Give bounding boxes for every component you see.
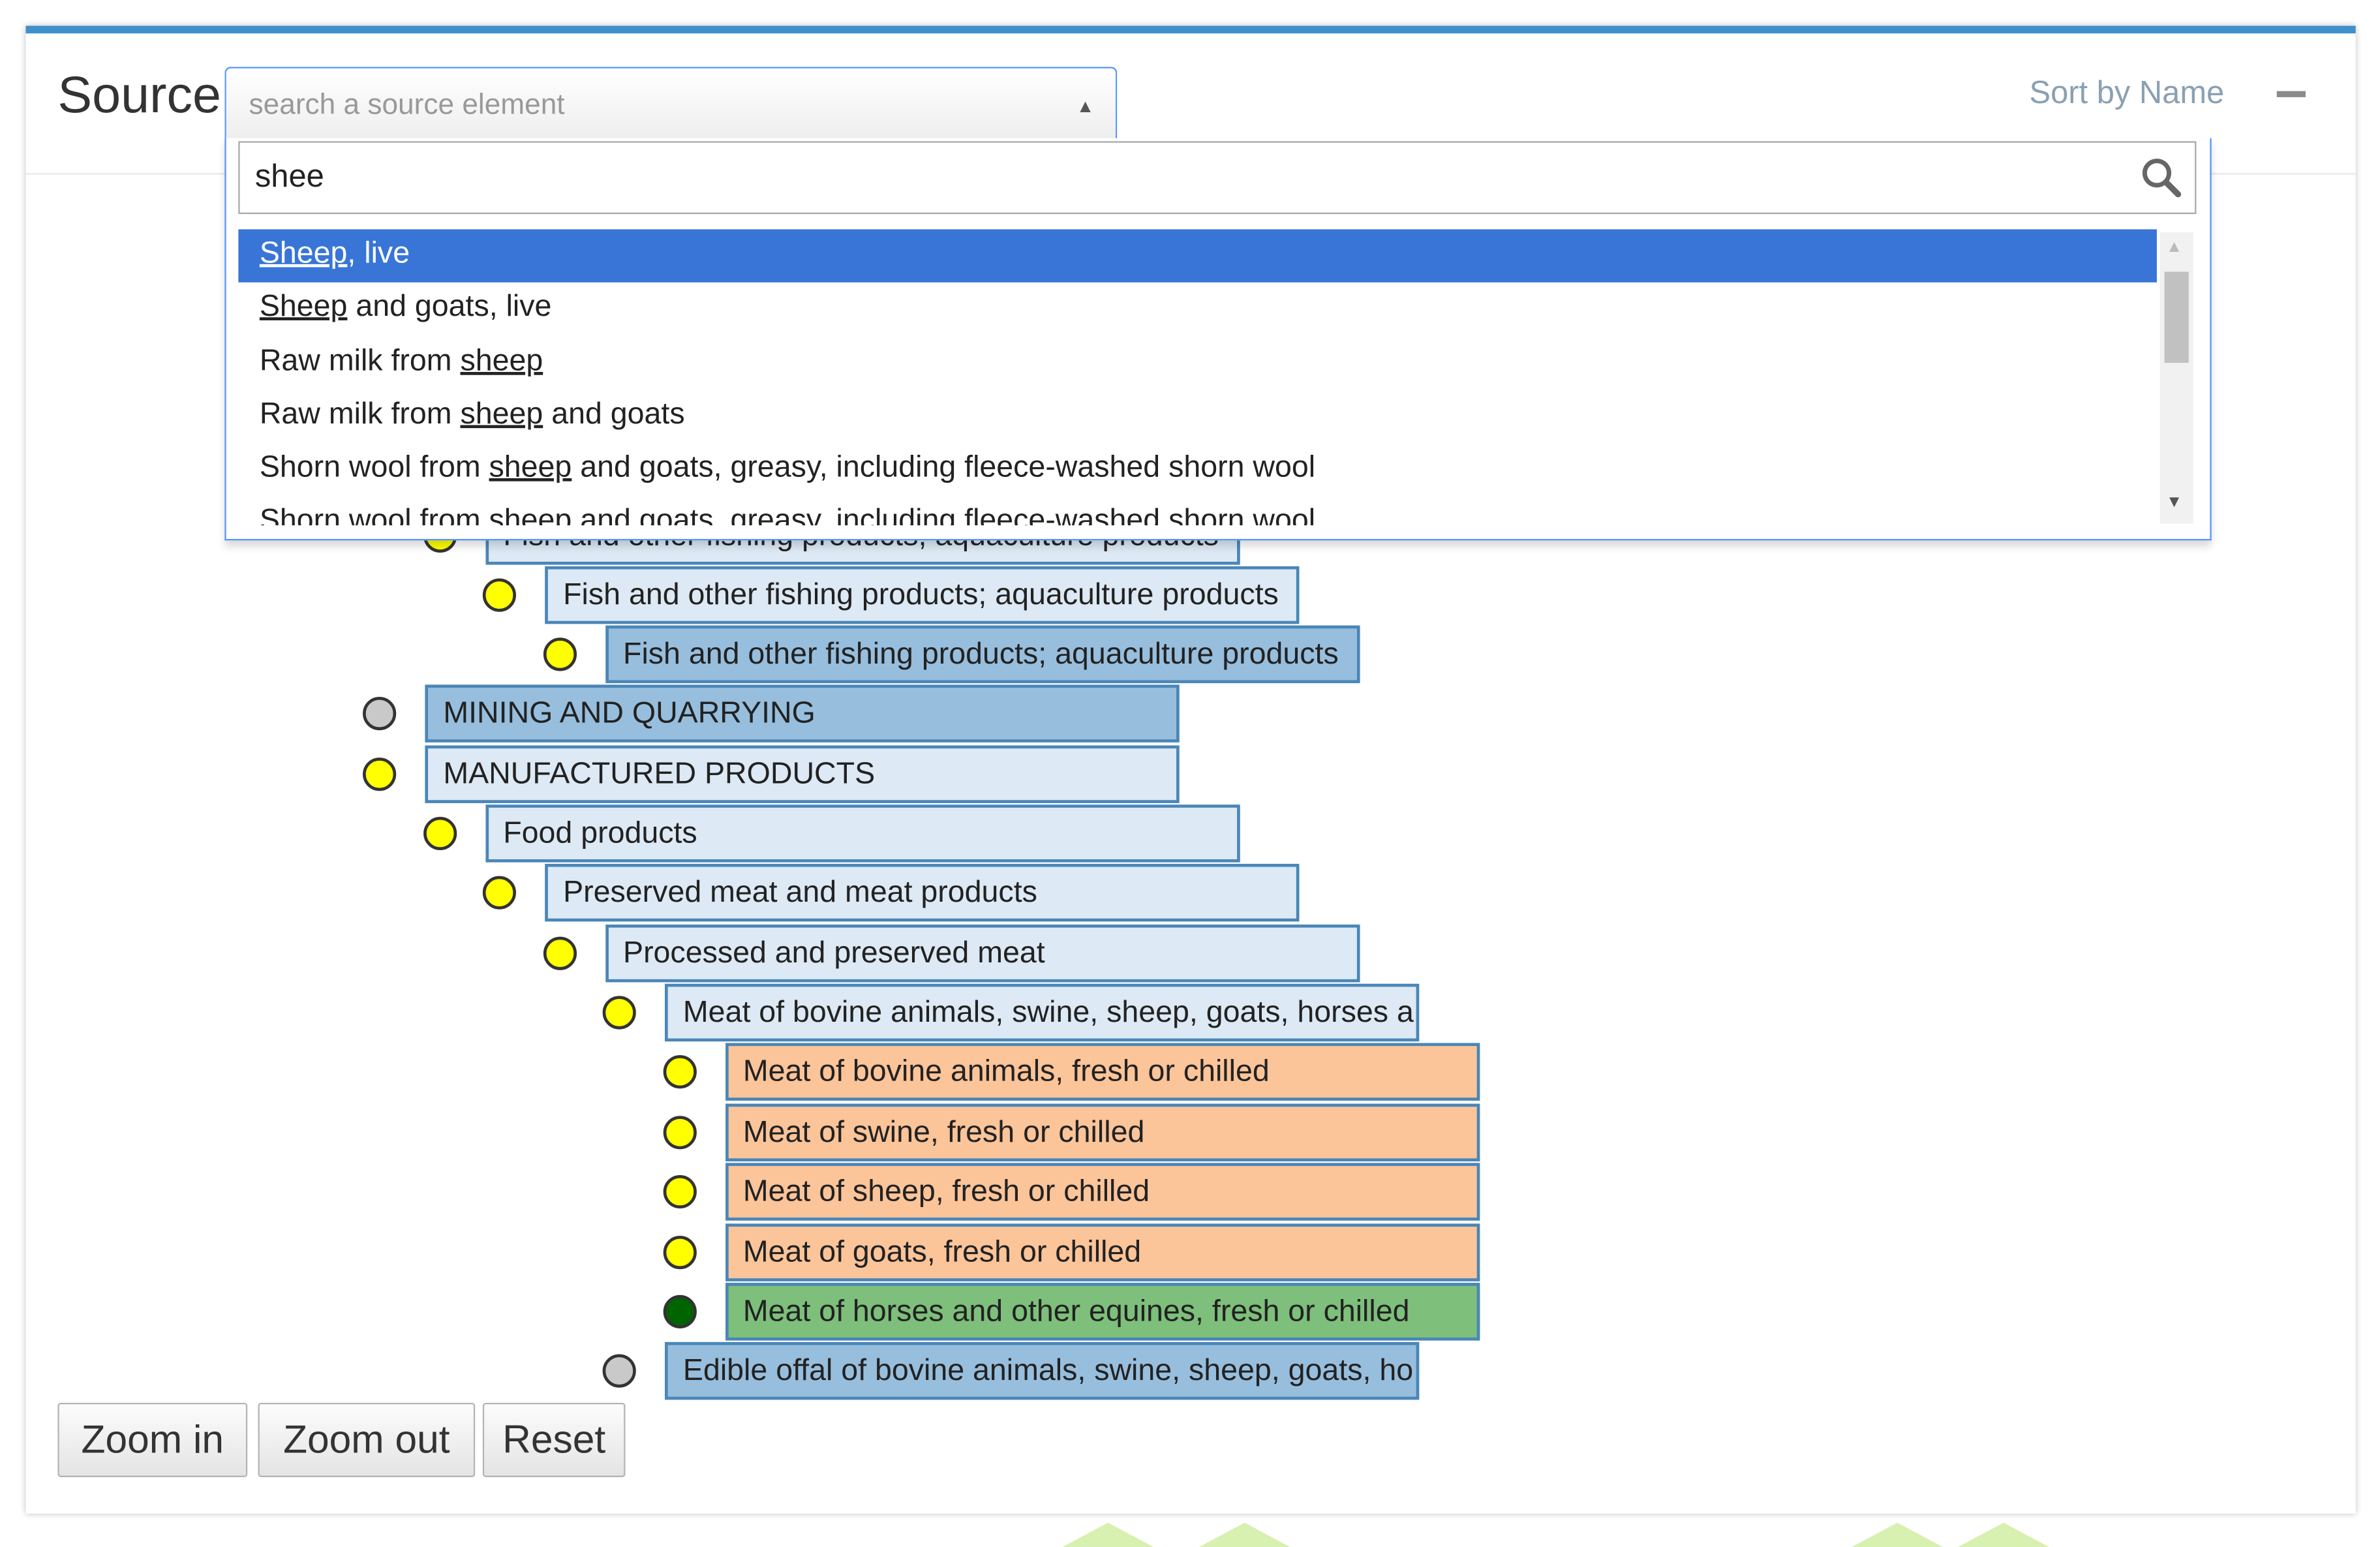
- tree-node-toggle[interactable]: [662, 1055, 696, 1089]
- tree-node[interactable]: MINING AND QUARRYING: [425, 684, 1180, 743]
- result-text: Raw milk from: [259, 344, 461, 378]
- tree-node[interactable]: Fish and other fishing products; aquacul…: [545, 566, 1300, 624]
- result-item[interactable]: Shorn wool from sheep and goats, greasy,…: [238, 497, 2157, 525]
- scrollbar-thumb[interactable]: [2164, 271, 2189, 363]
- tree-node-toggle[interactable]: [482, 876, 517, 910]
- tree-node[interactable]: Meat of goats, fresh or chilled: [724, 1223, 1480, 1281]
- result-text: and goats, greasy, including fleece-wash…: [572, 504, 1316, 526]
- search-input[interactable]: [239, 142, 2137, 213]
- result-match: sheep: [460, 344, 543, 378]
- zoom-in-button[interactable]: Zoom in: [57, 1402, 248, 1477]
- result-item[interactable]: Sheep and goats, live: [238, 283, 2157, 336]
- result-text: Shorn wool from: [259, 451, 489, 485]
- result-text: Shorn wool from: [259, 504, 489, 526]
- tree-node-toggle[interactable]: [363, 697, 397, 731]
- result-match: sheep: [489, 451, 572, 485]
- tree-node[interactable]: Processed and preserved meat: [605, 925, 1360, 983]
- minus-icon[interactable]: [2276, 91, 2306, 97]
- tree-node-toggle[interactable]: [422, 816, 457, 851]
- source-label: Source: [57, 67, 222, 125]
- select-placeholder: search a source element: [249, 89, 565, 122]
- search-box: [238, 141, 2197, 215]
- tree-node-toggle[interactable]: [662, 1294, 696, 1328]
- result-item[interactable]: Raw milk from sheep and goats: [238, 390, 2157, 444]
- zoom-out-button[interactable]: Zoom out: [258, 1402, 476, 1477]
- source-select[interactable]: search a source element ▲: [224, 67, 1118, 140]
- tree-node[interactable]: Fish and other fishing products; aquacul…: [605, 625, 1360, 684]
- tree-node-toggle[interactable]: [602, 996, 636, 1030]
- tree-node[interactable]: Preserved meat and meat products: [545, 863, 1300, 922]
- results-scrollbar[interactable]: ▲ ▼: [2159, 232, 2193, 524]
- result-text: , live: [347, 236, 410, 271]
- tree-node[interactable]: Meat of bovine animals, fresh or chilled: [724, 1043, 1480, 1101]
- result-match: Sheep: [259, 290, 348, 324]
- search-icon: [2142, 159, 2182, 198]
- tree-node-toggle[interactable]: [542, 936, 576, 970]
- decorative-chevrons: [1062, 1522, 2049, 1547]
- tree-node-toggle[interactable]: [602, 1354, 636, 1388]
- tree-node[interactable]: Edible offal of bovine animals, swine, s…: [665, 1341, 1420, 1400]
- tree-node[interactable]: Food products: [485, 804, 1240, 863]
- tree-node-toggle[interactable]: [662, 1174, 696, 1209]
- scroll-down-icon[interactable]: ▼: [2165, 493, 2183, 512]
- result-text: Raw milk from: [259, 397, 461, 431]
- tree-node-toggle[interactable]: [363, 758, 397, 791]
- tree-node[interactable]: Meat of swine, fresh or chilled: [724, 1103, 1480, 1162]
- result-text: and goats: [543, 397, 685, 431]
- result-text: and goats, greasy, including fleece-wash…: [572, 451, 1316, 485]
- tree-node[interactable]: MANUFACTURED PRODUCTS: [425, 745, 1180, 803]
- sort-by-name-link[interactable]: Sort by Name: [2029, 76, 2225, 111]
- result-item[interactable]: Sheep, live: [238, 229, 2157, 283]
- scroll-up-icon[interactable]: ▲: [2165, 238, 2183, 257]
- result-item[interactable]: Raw milk from sheep: [238, 337, 2157, 390]
- tree-node-toggle[interactable]: [662, 1116, 696, 1150]
- tree-node[interactable]: Meat of horses and other equines, fresh …: [724, 1283, 1480, 1341]
- caret-up-icon[interactable]: ▲: [1076, 95, 1095, 117]
- tree-node[interactable]: Meat of sheep, fresh or chilled: [724, 1163, 1480, 1221]
- result-item[interactable]: Shorn wool from sheep and goats, greasy,…: [238, 444, 2157, 497]
- result-match: sheep: [489, 504, 572, 526]
- tree-node-toggle[interactable]: [542, 637, 576, 671]
- tree-node-toggle[interactable]: [482, 578, 517, 612]
- result-text: and goats, live: [347, 290, 552, 324]
- tree-node[interactable]: Meat of bovine animals, swine, sheep, go…: [665, 983, 1420, 1042]
- result-match: sheep: [460, 397, 543, 431]
- tree-node-toggle[interactable]: [662, 1236, 696, 1270]
- result-match: Sheep: [259, 236, 348, 271]
- reset-button[interactable]: Reset: [482, 1402, 626, 1477]
